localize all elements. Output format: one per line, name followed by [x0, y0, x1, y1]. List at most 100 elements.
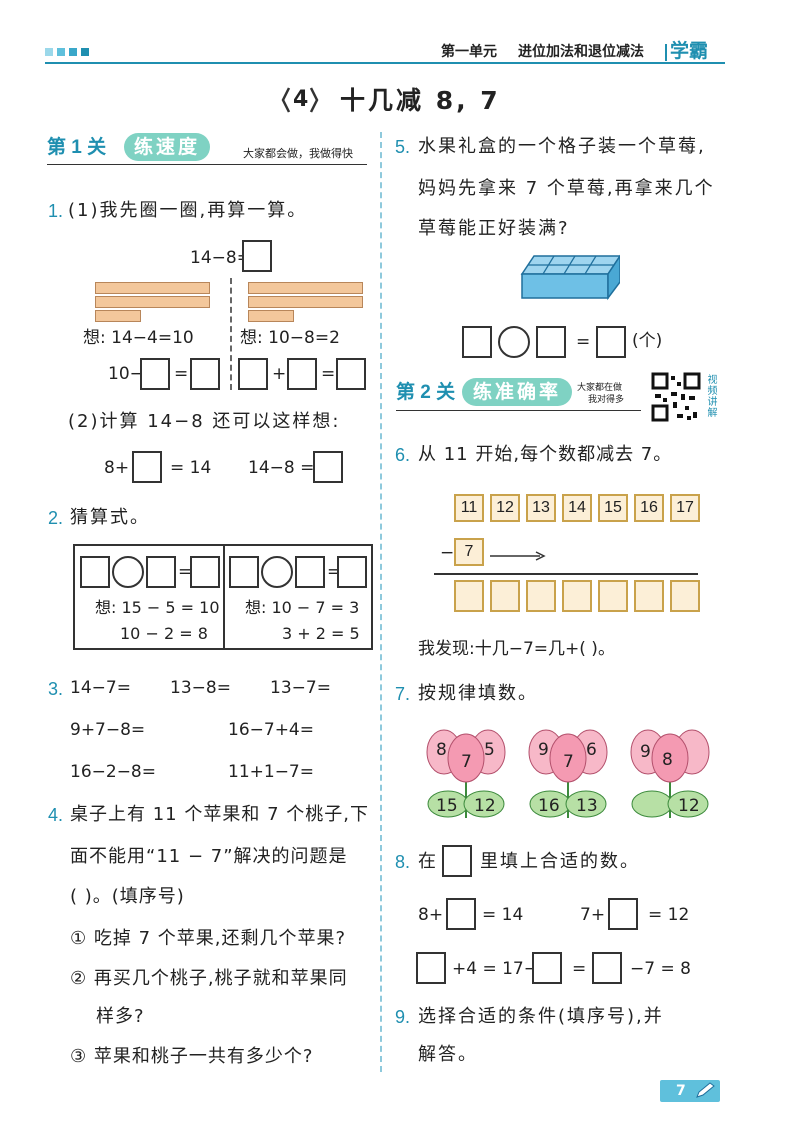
q6-answer-box[interactable]	[598, 580, 628, 612]
stage1-label: 第 1 关	[47, 137, 107, 158]
q5-box3[interactable]	[596, 326, 626, 358]
q6-minus: −	[440, 543, 455, 563]
q8-a2: = 14	[482, 905, 524, 925]
q4-line2: 面不能用“11 − 7”解决的问题是	[70, 846, 348, 867]
q6-subtrahend: 7	[454, 538, 484, 566]
stage2-underline	[396, 410, 641, 411]
q4-option2a: ② 再买几个桃子,桃子就和苹果同	[70, 968, 348, 989]
q1-left-box2[interactable]	[190, 358, 220, 390]
q1-right-box1[interactable]	[238, 358, 268, 390]
q2-left-box3[interactable]	[190, 556, 220, 588]
q2-left-box1[interactable]	[80, 556, 110, 588]
q9-line1: 选择合适的条件(填序号),并	[418, 1006, 664, 1027]
q8-a1: 8+	[418, 905, 444, 925]
q7-text: 按规律填数。	[418, 683, 538, 704]
q1-part2-text: (2)计算 14−8 还可以这样想:	[68, 411, 341, 432]
q8-box-c2[interactable]	[532, 952, 562, 984]
q2-right-box2[interactable]	[295, 556, 325, 588]
flower-petal-left: 9	[640, 742, 651, 762]
q1-p2-box1[interactable]	[132, 451, 162, 483]
q1-left-eq: =	[174, 364, 189, 384]
q1-right-plus: +	[272, 364, 287, 384]
q3-item: 9+7−8=	[70, 720, 146, 740]
q6-answer-box[interactable]	[670, 580, 700, 612]
q2-left-box2[interactable]	[146, 556, 176, 588]
q5-circle[interactable]	[498, 326, 530, 358]
q8-post: 里填上合适的数。	[480, 851, 640, 872]
q8-box-b[interactable]	[608, 898, 638, 930]
q6-answer-box[interactable]	[454, 580, 484, 612]
q8-box-c1[interactable]	[416, 952, 446, 984]
stage1-pill: 练速度	[124, 133, 210, 161]
q8-box-c3[interactable]	[592, 952, 622, 984]
q6-answer-box[interactable]	[490, 580, 520, 612]
q2-right-think2: 3 + 2 = 5	[282, 624, 360, 643]
q1-p2-a: 8+	[104, 458, 130, 478]
q3-item: 13−7=	[270, 678, 331, 698]
q2-right-box3[interactable]	[337, 556, 367, 588]
stage2-pill: 练准确率	[462, 378, 572, 406]
flower-leaf-right: 12	[678, 796, 700, 816]
header-divider	[665, 44, 667, 61]
arrow-right-icon	[490, 546, 546, 561]
page-number-tab: 7	[660, 1080, 720, 1102]
q1-p2-c: 14−8 =	[248, 458, 315, 478]
q4-number: 4.	[48, 805, 64, 825]
q6-answer-box[interactable]	[634, 580, 664, 612]
q2-number: 2.	[48, 508, 64, 528]
q1-dashed-divider	[230, 278, 232, 390]
brand-logo: 学霸	[670, 40, 709, 62]
q1-right-box3[interactable]	[336, 358, 366, 390]
q8-number: 8.	[395, 852, 411, 872]
q1-p2-box2[interactable]	[313, 451, 343, 483]
seq-number: 14	[562, 494, 592, 522]
q4-option2b: 样多?	[96, 1006, 145, 1027]
q1-equation: 14−8=	[190, 248, 251, 268]
q1-left-expr-a: 10−	[108, 364, 144, 384]
q8-b2: = 12	[648, 905, 690, 925]
q6-rule	[434, 573, 698, 575]
flower-3: 9 8 12	[628, 726, 712, 826]
seq-number: 17	[670, 494, 700, 522]
q7-number: 7.	[395, 684, 411, 704]
flower-petal-center: 7	[461, 752, 472, 772]
q5-unit: (个)	[632, 331, 663, 351]
header-unit: 第一单元	[441, 44, 497, 60]
q8-c1: +4 = 17−	[452, 959, 538, 979]
flower-leaf-right: 12	[474, 796, 496, 816]
q2-left-circle[interactable]	[112, 556, 144, 588]
q5-box2[interactable]	[536, 326, 566, 358]
stage2-label: 第 2 关	[396, 382, 456, 403]
q5-line2: 妈妈先拿来 7 个草莓,再拿来几个	[418, 178, 715, 199]
q1-part1-text: (1)我先圈一圈,再算一算。	[68, 200, 308, 221]
q5-eq: =	[576, 332, 591, 352]
q5-box1[interactable]	[462, 326, 492, 358]
stage1-slogan: 大家都会做，我做得快	[243, 147, 353, 160]
q6-answer-box[interactable]	[562, 580, 592, 612]
q2-right-circle[interactable]	[261, 556, 293, 588]
header-topic: 进位加法和退位减法	[518, 44, 644, 60]
flower-petal-right: 6	[586, 740, 597, 760]
q1-right-box2[interactable]	[287, 358, 317, 390]
q5-line1: 水果礼盒的一个格子装一个草莓,	[418, 136, 706, 157]
q1-right-eq: =	[321, 364, 336, 384]
video-label: 视频讲解	[705, 374, 716, 418]
q6-text: 从 11 开始,每个数都减去 7。	[418, 444, 673, 465]
q8-sample-box	[442, 845, 472, 877]
q8-box-a[interactable]	[446, 898, 476, 930]
stage2-slogan-2: 我对得多	[588, 395, 625, 405]
q8-pre: 在	[418, 851, 438, 872]
q3-item: 16−7+4=	[228, 720, 314, 740]
qr-code[interactable]	[651, 372, 701, 422]
lesson-number: 4	[293, 87, 309, 112]
q9-line2: 解答。	[418, 1044, 478, 1065]
q2-right-box1[interactable]	[229, 556, 259, 588]
q1-left-box1[interactable]	[140, 358, 170, 390]
q2-frame	[73, 544, 373, 650]
q3-item: 13−8=	[170, 678, 231, 698]
q1-answer-box[interactable]	[242, 240, 272, 272]
q6-answer-box[interactable]	[526, 580, 556, 612]
flower-1: 8 7 5 15 12	[424, 726, 508, 826]
q1-p2-b: = 14	[170, 458, 212, 478]
q3-item: 14−7=	[70, 678, 131, 698]
